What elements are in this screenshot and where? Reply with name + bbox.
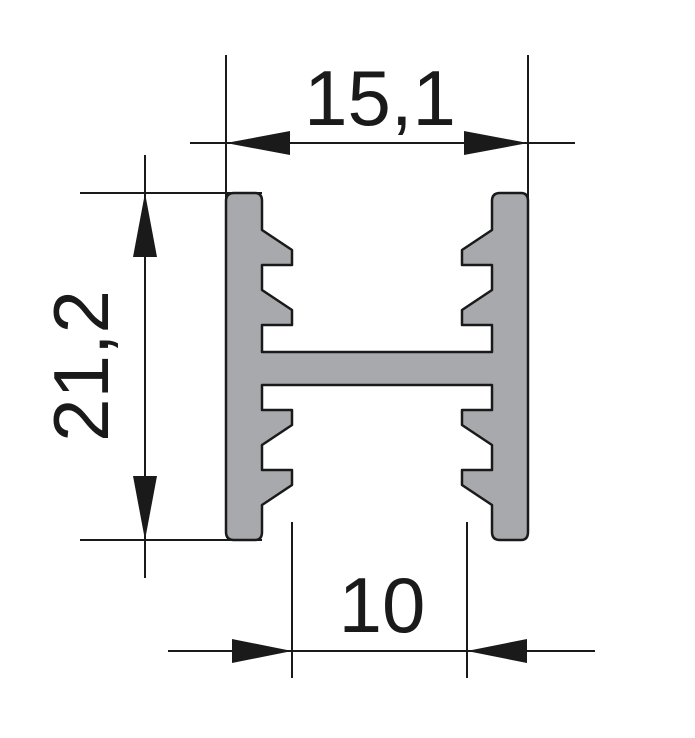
width-label: 15,1 — [304, 54, 456, 142]
height-label: 21,2 — [37, 290, 125, 442]
width-arrow-left — [226, 131, 290, 155]
gap-arrow-left — [232, 639, 292, 663]
height-arrow-top — [133, 193, 157, 257]
h-profile-section — [224, 191, 530, 542]
gap-label: 10 — [339, 561, 426, 649]
width-arrow-right — [464, 131, 528, 155]
height-arrow-bottom — [133, 476, 157, 540]
gap-arrow-right — [467, 639, 527, 663]
